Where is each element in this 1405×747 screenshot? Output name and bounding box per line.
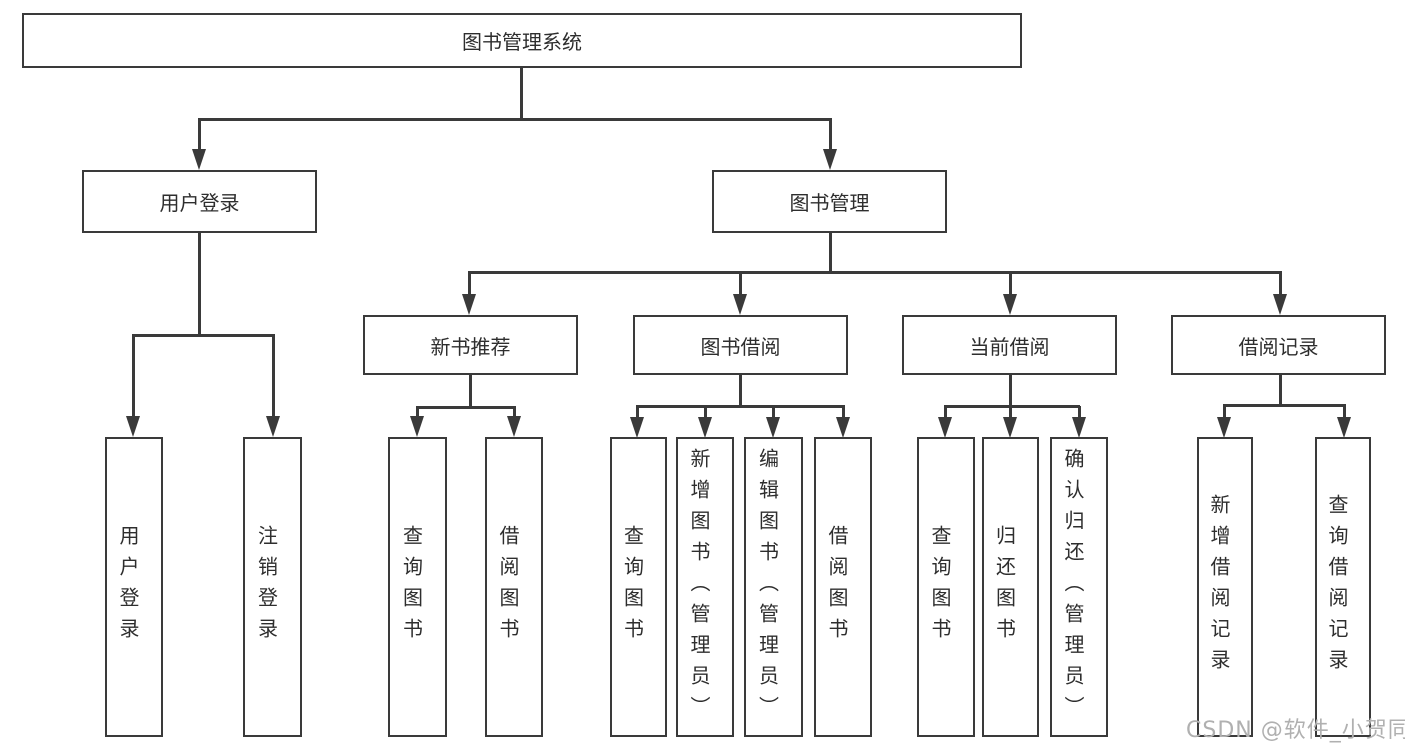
connector-root-stem: [519, 68, 523, 119]
node-leaf-nb-query-books: 查询图书: [388, 437, 447, 737]
leaf-label: 查询图书: [620, 525, 645, 649]
node-user-login: 用户登录: [82, 170, 317, 233]
arrow-down-icon: [836, 417, 850, 438]
connector-bookborrow-bar: [635, 404, 845, 408]
arrow-down-icon: [462, 294, 476, 315]
leaf-label: 用户登录: [116, 525, 140, 649]
connector-bookmgmt-stem: [828, 233, 832, 272]
connector-drop: [271, 335, 275, 416]
node-leaf-logout: 注销登录: [243, 437, 302, 737]
connector-drop: [738, 272, 742, 294]
connector-newbooks-stem: [468, 375, 472, 408]
leaf-label: 借阅图书: [496, 525, 520, 649]
arrow-down-icon: [1273, 294, 1287, 315]
node-leaf-user-login: 用户登录: [105, 437, 163, 737]
node-new-book-recommend: 新书推荐: [363, 315, 578, 375]
node-root-label: 图书管理系统: [462, 30, 582, 54]
arrow-down-icon: [266, 416, 280, 437]
connector-drop: [703, 406, 707, 417]
node-leaf-br-query-record: 查询借阅记录: [1315, 437, 1371, 737]
leaf-label: 查询图书: [399, 525, 424, 649]
node-new-book-recommend-label: 新书推荐: [430, 334, 511, 359]
connector-drop: [1008, 406, 1012, 417]
connector-currentborrow-bar: [943, 404, 1080, 408]
connector-drop: [415, 407, 419, 416]
arrow-down-icon: [733, 294, 747, 315]
arrow-down-icon: [126, 416, 140, 437]
node-leaf-nb-borrow-books: 借阅图书: [485, 437, 543, 737]
node-leaf-bb-borrow-books: 借阅图书: [814, 437, 872, 737]
connector-bookmgmt-drop: [828, 119, 832, 150]
leaf-label: 借阅图书: [825, 525, 849, 649]
arrow-down-icon: [1072, 417, 1086, 438]
arrow-down-icon: [1217, 417, 1231, 438]
connector-userlogin-bar: [131, 333, 275, 337]
connector-drop: [131, 335, 135, 416]
arrow-down-icon: [410, 416, 424, 437]
leaf-label: 查询借阅记录: [1325, 494, 1349, 680]
connector-records-bar: [1222, 403, 1346, 407]
connector-drop: [1008, 272, 1012, 294]
connector-bookmgmt-bar: [467, 270, 1282, 274]
connector-newbooks-bar: [415, 405, 516, 409]
node-book-borrow: 图书借阅: [633, 315, 848, 375]
connector-drop: [1278, 272, 1282, 294]
node-book-management-label: 图书管理: [789, 191, 870, 215]
node-leaf-cb-return-books: 归还图书: [982, 437, 1039, 737]
connector-drop: [635, 406, 639, 417]
node-book-borrow-label: 图书借阅: [700, 334, 781, 359]
node-borrow-records-label: 借阅记录: [1238, 334, 1319, 359]
node-current-borrow: 当前借阅: [902, 315, 1117, 375]
arrow-down-icon: [1003, 417, 1017, 438]
leaf-label: 确认归还（管理员）: [1061, 447, 1085, 727]
node-current-borrow-label: 当前借阅: [969, 334, 1050, 359]
node-book-management: 图书管理: [712, 170, 947, 233]
connector-drop: [841, 406, 845, 417]
arrow-down-icon: [938, 417, 952, 438]
connector-drop: [771, 406, 775, 417]
arrow-down-icon: [698, 417, 712, 438]
node-root: 图书管理系统: [22, 13, 1022, 68]
arrow-down-icon: [630, 417, 644, 438]
connector-userlogin-drop: [197, 119, 201, 150]
connector-root-bar: [197, 117, 832, 121]
node-user-login-label: 用户登录: [159, 191, 240, 215]
connector-currentborrow-stem: [1008, 375, 1012, 407]
arrow-down-icon: [1337, 417, 1351, 438]
connector-drop: [467, 272, 471, 294]
leaf-label: 新增借阅记录: [1207, 494, 1231, 680]
arrow-down-icon: [192, 149, 206, 170]
connector-bookborrow-stem: [738, 375, 742, 407]
leaf-label: 查询图书: [928, 525, 952, 649]
arrow-down-icon: [507, 416, 521, 437]
node-leaf-cb-query-books: 查询图书: [917, 437, 975, 737]
leaf-label: 编辑图书（管理员）: [755, 447, 780, 727]
leaf-label: 归还图书: [992, 525, 1017, 649]
arrow-down-icon: [823, 149, 837, 170]
connector-drop: [943, 406, 947, 417]
node-leaf-bb-add-books: 新增图书（管理员）: [676, 437, 734, 737]
node-leaf-bb-query-books: 查询图书: [610, 437, 667, 737]
connector-drop: [1222, 405, 1226, 417]
node-borrow-records: 借阅记录: [1171, 315, 1386, 375]
node-leaf-cb-confirm-return: 确认归还（管理员）: [1050, 437, 1108, 737]
connector-drop: [1342, 405, 1346, 417]
arrow-down-icon: [766, 417, 780, 438]
leaf-label: 新增图书（管理员）: [687, 447, 711, 727]
connector-drop: [1077, 406, 1081, 417]
connector-userlogin-stem: [197, 233, 201, 336]
csdn-watermark: CSDN @软件_小贺同学: [1186, 718, 1405, 743]
node-leaf-br-add-record: 新增借阅记录: [1197, 437, 1253, 737]
arrow-down-icon: [1003, 294, 1017, 315]
connector-records-stem: [1278, 375, 1282, 406]
node-leaf-bb-edit-books: 编辑图书（管理员）: [744, 437, 803, 737]
leaf-label: 注销登录: [254, 525, 279, 649]
connector-drop: [512, 407, 516, 416]
